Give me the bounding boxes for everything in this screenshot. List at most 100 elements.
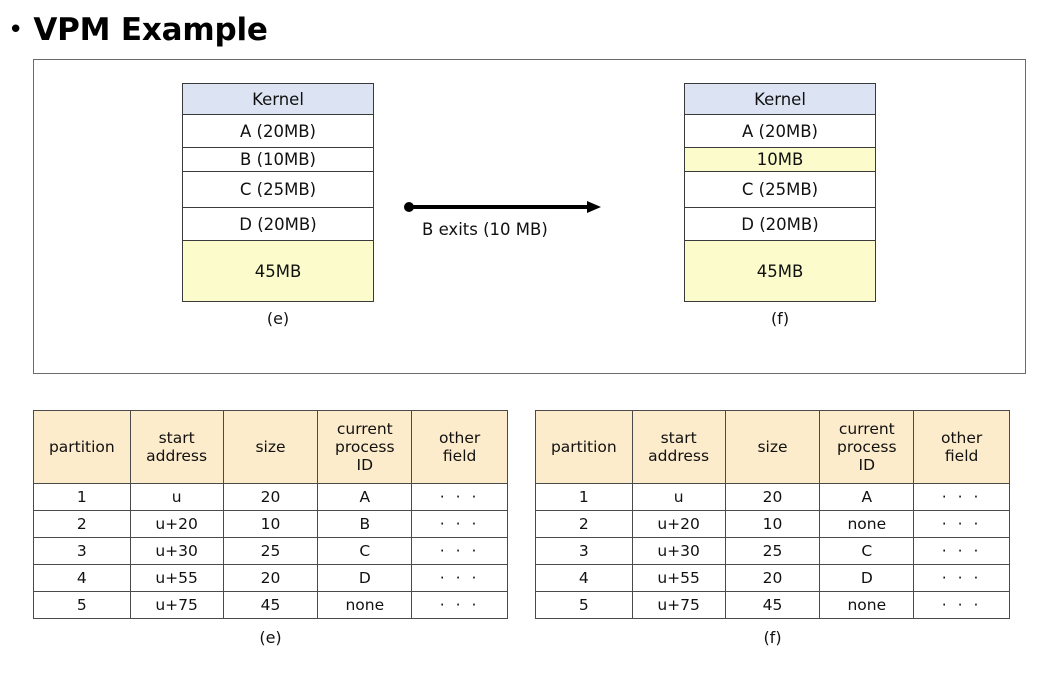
table-cell: · · · <box>411 591 508 619</box>
memory-column-e: Kernel A (20MB) B (10MB) C (25MB) D (20MB) 45… <box>182 83 374 328</box>
table-cell: 1 <box>33 483 131 511</box>
table-cell: · · · <box>411 483 508 511</box>
arrow-graphic <box>404 200 644 214</box>
table-cell: u <box>129 483 224 511</box>
table-cell: 3 <box>33 537 131 565</box>
arrow-shaft-icon <box>409 205 589 209</box>
memory-block: D (20MB) <box>183 208 373 241</box>
table-caption-e: (e) <box>259 628 282 647</box>
table-header-cell: size <box>222 410 319 484</box>
memory-block: A (20MB) <box>183 115 373 148</box>
memory-block: D (20MB) <box>685 208 875 241</box>
table-cell: · · · <box>913 537 1010 565</box>
memory-column-f: Kernel A (20MB) 10MB C (25MB) D (20MB) 45MB (… <box>684 83 876 328</box>
memory-block: Kernel <box>685 84 875 115</box>
arrow-head-icon <box>587 200 601 213</box>
table-cell: 5 <box>535 591 633 619</box>
table-cell: 20 <box>724 564 821 592</box>
table-cell: · · · <box>913 483 1010 511</box>
table-cell: u+30 <box>129 537 224 565</box>
arrow-label: B exits (10 MB) <box>422 220 548 239</box>
table-cell: A <box>819 483 915 511</box>
memory-block-label: 45MB <box>254 261 302 281</box>
memory-block-label: 10MB <box>756 150 804 169</box>
memory-block: C (25MB) <box>685 172 875 208</box>
memory-block: 10MB <box>685 148 875 172</box>
table-header-cell: partition <box>535 410 633 484</box>
table-cell: · · · <box>913 564 1010 592</box>
table-cell: · · · <box>411 564 508 592</box>
table-cell: A <box>317 483 413 511</box>
memory-block-label: C (25MB) <box>239 180 317 199</box>
memory-block-label: A (20MB) <box>240 121 316 141</box>
memory-block: 45MB <box>685 241 875 301</box>
table-cell: u+55 <box>631 564 726 592</box>
table-cell: · · · <box>913 510 1010 538</box>
table-header-cell: size <box>724 410 821 484</box>
table-cell: u+20 <box>129 510 224 538</box>
memory-block-label: A (20MB) <box>742 121 818 141</box>
table-cell: 4 <box>535 564 633 592</box>
table-header-cell: partition <box>33 410 131 484</box>
table-cell: none <box>819 510 915 538</box>
table-cell: C <box>317 537 413 565</box>
table-caption-f: (f) <box>763 628 782 647</box>
memory-block: B (10MB) <box>183 148 373 172</box>
table-cell: 4 <box>33 564 131 592</box>
table-cell: u <box>631 483 726 511</box>
table-cell: 10 <box>222 510 319 538</box>
memory-block-label: 45MB <box>756 261 804 281</box>
transition-arrow: B exits (10 MB) <box>404 200 644 239</box>
table-cell: 2 <box>33 510 131 538</box>
table-cell: none <box>317 591 413 619</box>
table-cell: 20 <box>724 483 821 511</box>
memory-block: Kernel <box>183 84 373 115</box>
memory-caption-f: (f) <box>770 309 790 328</box>
table-cell: u+20 <box>631 510 726 538</box>
bullet-icon: • <box>8 15 24 45</box>
table-cell: · · · <box>411 510 508 538</box>
table-cell: 45 <box>222 591 319 619</box>
table-cell: 3 <box>535 537 633 565</box>
table-cell: none <box>819 591 915 619</box>
memory-block: A (20MB) <box>685 115 875 148</box>
table-cell: 20 <box>222 564 319 592</box>
memory-block: 45MB <box>183 241 373 301</box>
memory-block-label: C (25MB) <box>741 180 819 199</box>
table-cell: 25 <box>724 537 821 565</box>
table-cell: u+30 <box>631 537 726 565</box>
table-cell: u+75 <box>129 591 224 619</box>
table-cell: D <box>317 564 413 592</box>
table-cell: 2 <box>535 510 633 538</box>
memory-block-label: D (20MB) <box>741 214 819 234</box>
memory-diagram-frame: Kernel A (20MB) B (10MB) C (25MB) D (20MB) 45… <box>33 59 1026 374</box>
memory-block-label: B (10MB) <box>240 150 316 169</box>
table-cell: B <box>317 510 413 538</box>
table-cell: 45 <box>724 591 821 619</box>
memory-caption-e: (e) <box>266 309 290 328</box>
page-title-text: VPM Example <box>33 12 268 48</box>
memory-block-label: Kernel <box>252 89 304 109</box>
page-title: • VPM Example <box>8 8 268 52</box>
memory-block-label: D (20MB) <box>239 214 317 234</box>
